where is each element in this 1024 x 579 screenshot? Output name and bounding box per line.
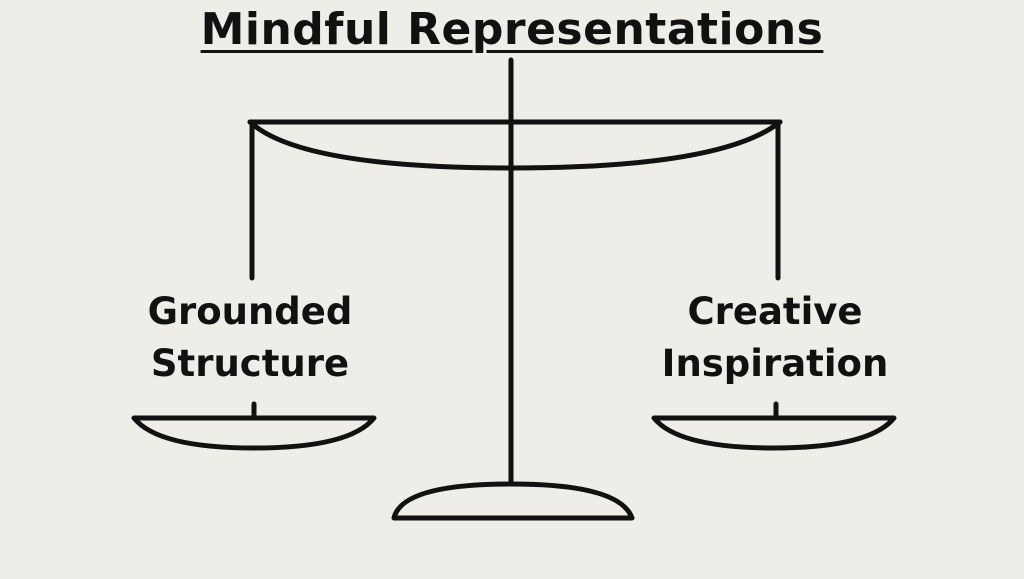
right-pan-label-line2: Inspiration (661, 342, 889, 385)
right-pan-label-line1: Creative (687, 290, 863, 333)
scale-beam-curve (247, 119, 783, 171)
right-pan-label: Creative Inspiration (630, 286, 920, 390)
title-text: Mindful Representations (200, 4, 824, 55)
left-pan-label: Grounded Structure (110, 286, 390, 390)
right-pan (651, 415, 897, 451)
diagram-title: Mindful Representations (0, 4, 1024, 55)
left-pan-label-line1: Grounded (147, 290, 353, 333)
left-pan (131, 415, 377, 451)
scale-base (391, 481, 635, 521)
left-pan-label-line2: Structure (150, 342, 350, 385)
